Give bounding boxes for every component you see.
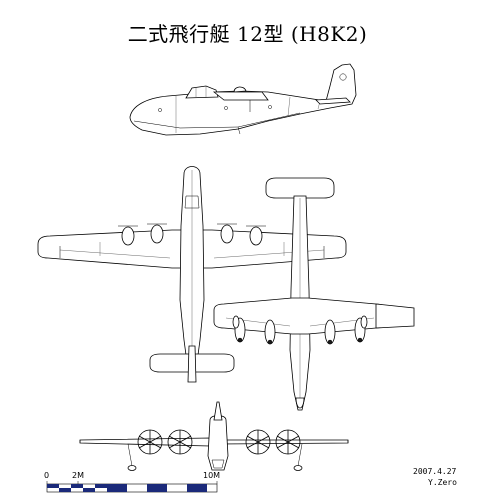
scale-label-2m: 2M <box>72 471 84 480</box>
scale-bar <box>46 481 218 493</box>
front-view <box>79 401 349 471</box>
drawing-author: Y.Zero <box>428 478 457 487</box>
bottom-view <box>213 177 415 411</box>
scale-label-0: 0 <box>44 471 50 480</box>
top-engines <box>118 223 266 246</box>
bottom-engines <box>234 317 366 345</box>
page-title: 二式飛行艇 12型 (H8K2) <box>127 22 368 46</box>
drawing-date: 2007.4.27 <box>413 467 457 476</box>
side-view-hull <box>129 63 357 136</box>
top-view <box>37 166 347 383</box>
front-propellers <box>137 429 301 455</box>
scale-label-10m: 10M <box>203 471 221 480</box>
